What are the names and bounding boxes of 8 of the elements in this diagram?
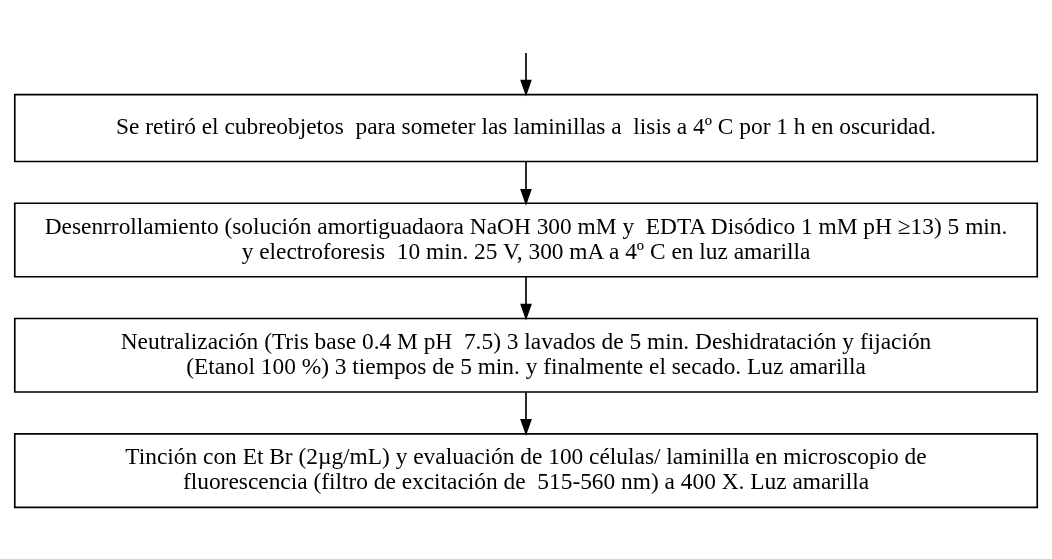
arrow [520,276,532,321]
arrow [520,391,532,436]
node-box: Desenrrollamiento (solución amortiguadaora NaOH 300 mM y EDTA Disódico 1 mM pH ≥13) 5 min. y electroforesis 10 min. 25 V, 300 mA a 4º C en luz amarilla [13,202,1039,278]
node-box: Tinción con Et Br (2µg/mL) y evaluación de 100 células/ laminilla en microscopio de fluorescencia (filtro de excitación de 515-560 nm) a 400 X. Luz amarilla [13,432,1039,509]
arrow [520,52,532,97]
arrow [520,160,532,206]
node-box: Se retiró el cubreobjetos para someter las laminillas a lisis a 4º C por 1 h en oscuridad. [13,93,1039,163]
node-box: Neutralización (Tris base 0.4 M pH 7.5) 3 lavados de 5 min. Deshidratación y fijación (Etanol 100 %) 3 tiempos de 5 min. y finalmente el secado. Luz amarilla [13,317,1039,393]
